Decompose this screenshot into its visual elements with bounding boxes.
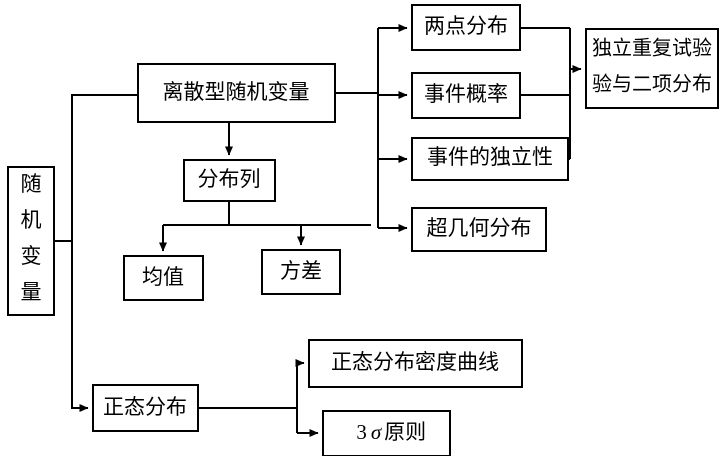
edge-layer: [54, 24, 582, 437]
edge-merge-bus: [520, 27, 571, 160]
edge-rv-to-normal: [71, 241, 89, 412]
edge-rv-to-discrete: [54, 94, 138, 242]
node-event-probability-label: 事件概率: [424, 82, 508, 106]
node-random-variable[interactable]: 随 机 变 量: [7, 166, 55, 316]
three-sigma-word: 原则: [384, 420, 426, 444]
node-random-variable-label-c3: 量: [21, 280, 42, 304]
node-normal-density-curve[interactable]: 正态分布密度曲线: [308, 339, 523, 388]
node-layer: 随 机 变 量 离散型随机变量 分布列 均值: [7, 4, 719, 456]
node-distribution-list[interactable]: 分布列: [183, 159, 276, 202]
node-hypergeometric[interactable]: 超几何分布: [411, 207, 547, 252]
node-variance-label: 方差: [280, 259, 322, 283]
node-mean-label: 均值: [142, 265, 184, 289]
node-discrete-rv-label: 离散型随机变量: [163, 80, 310, 104]
sigma-glyph: σ: [371, 420, 383, 444]
node-bernoulli-binomial[interactable]: 独立重复试验 验与二项分布: [585, 28, 719, 109]
node-two-point-distribution[interactable]: 两点分布: [411, 4, 521, 51]
node-normal-distribution-label: 正态分布: [103, 395, 187, 419]
node-random-variable-label-c2: 变: [21, 244, 42, 268]
node-bernoulli-binomial-label-line1: 独立重复试验: [592, 37, 712, 60]
edge-normal-bus: [198, 363, 298, 433]
node-random-variable-label-c0: 随: [21, 172, 42, 196]
node-event-independence[interactable]: 事件的独立性: [411, 137, 569, 181]
edge-distlist-bus: [163, 201, 371, 226]
node-mean[interactable]: 均值: [123, 255, 204, 301]
node-event-probability[interactable]: 事件概率: [411, 72, 521, 119]
node-bernoulli-binomial-label-line2: 验与二项分布: [592, 73, 712, 96]
node-discrete-rv[interactable]: 离散型随机变量: [137, 63, 336, 123]
edge-discrete-fanout-bus: [335, 28, 379, 228]
node-two-point-distribution-label: 两点分布: [424, 14, 508, 38]
node-hypergeometric-label: 超几何分布: [427, 216, 532, 240]
three-sigma-number: 3: [356, 420, 367, 444]
node-normal-density-curve-label: 正态分布密度曲线: [331, 350, 499, 374]
node-normal-distribution[interactable]: 正态分布: [92, 384, 199, 432]
node-variance[interactable]: 方差: [261, 249, 341, 295]
node-random-variable-label-c1: 机: [21, 208, 42, 232]
node-distribution-list-label: 分布列: [198, 167, 261, 191]
node-event-independence-label: 事件的独立性: [427, 145, 553, 169]
